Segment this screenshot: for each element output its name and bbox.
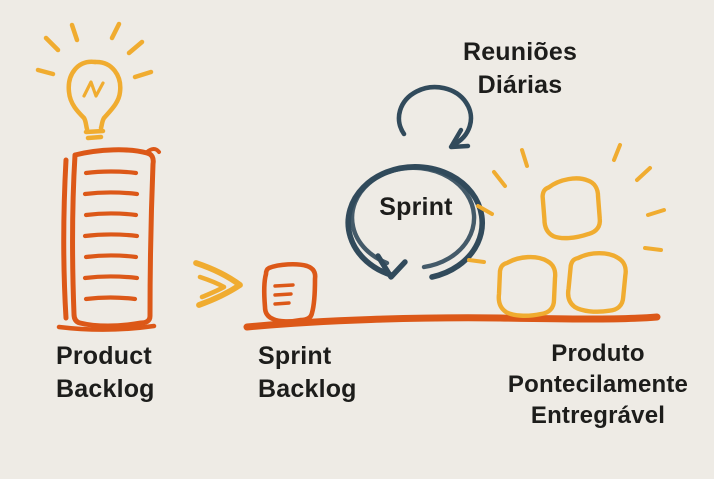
sprint-label: Sprint	[379, 193, 453, 221]
sparkle-rays-icon	[467, 143, 666, 264]
product-backlog-document-icon	[56, 147, 161, 332]
deliverable-product-label: Produto Pontecilamente Entregrável	[507, 340, 689, 430]
deliverable-cubes-icon	[467, 143, 666, 316]
ground-line	[243, 313, 661, 331]
daily-meetings-loop-icon	[396, 84, 474, 150]
lightbulb-icon	[35, 21, 154, 141]
sprint-backlog-label: Sprint Backlog	[258, 342, 357, 403]
sprint-loop-icon	[345, 164, 486, 280]
product-backlog-label: Product Backlog	[56, 342, 155, 403]
flow-arrow-icon	[193, 260, 243, 308]
daily-meetings-label: Reuniões Diárias	[462, 38, 578, 99]
sprint-backlog-card-icon	[262, 261, 318, 324]
